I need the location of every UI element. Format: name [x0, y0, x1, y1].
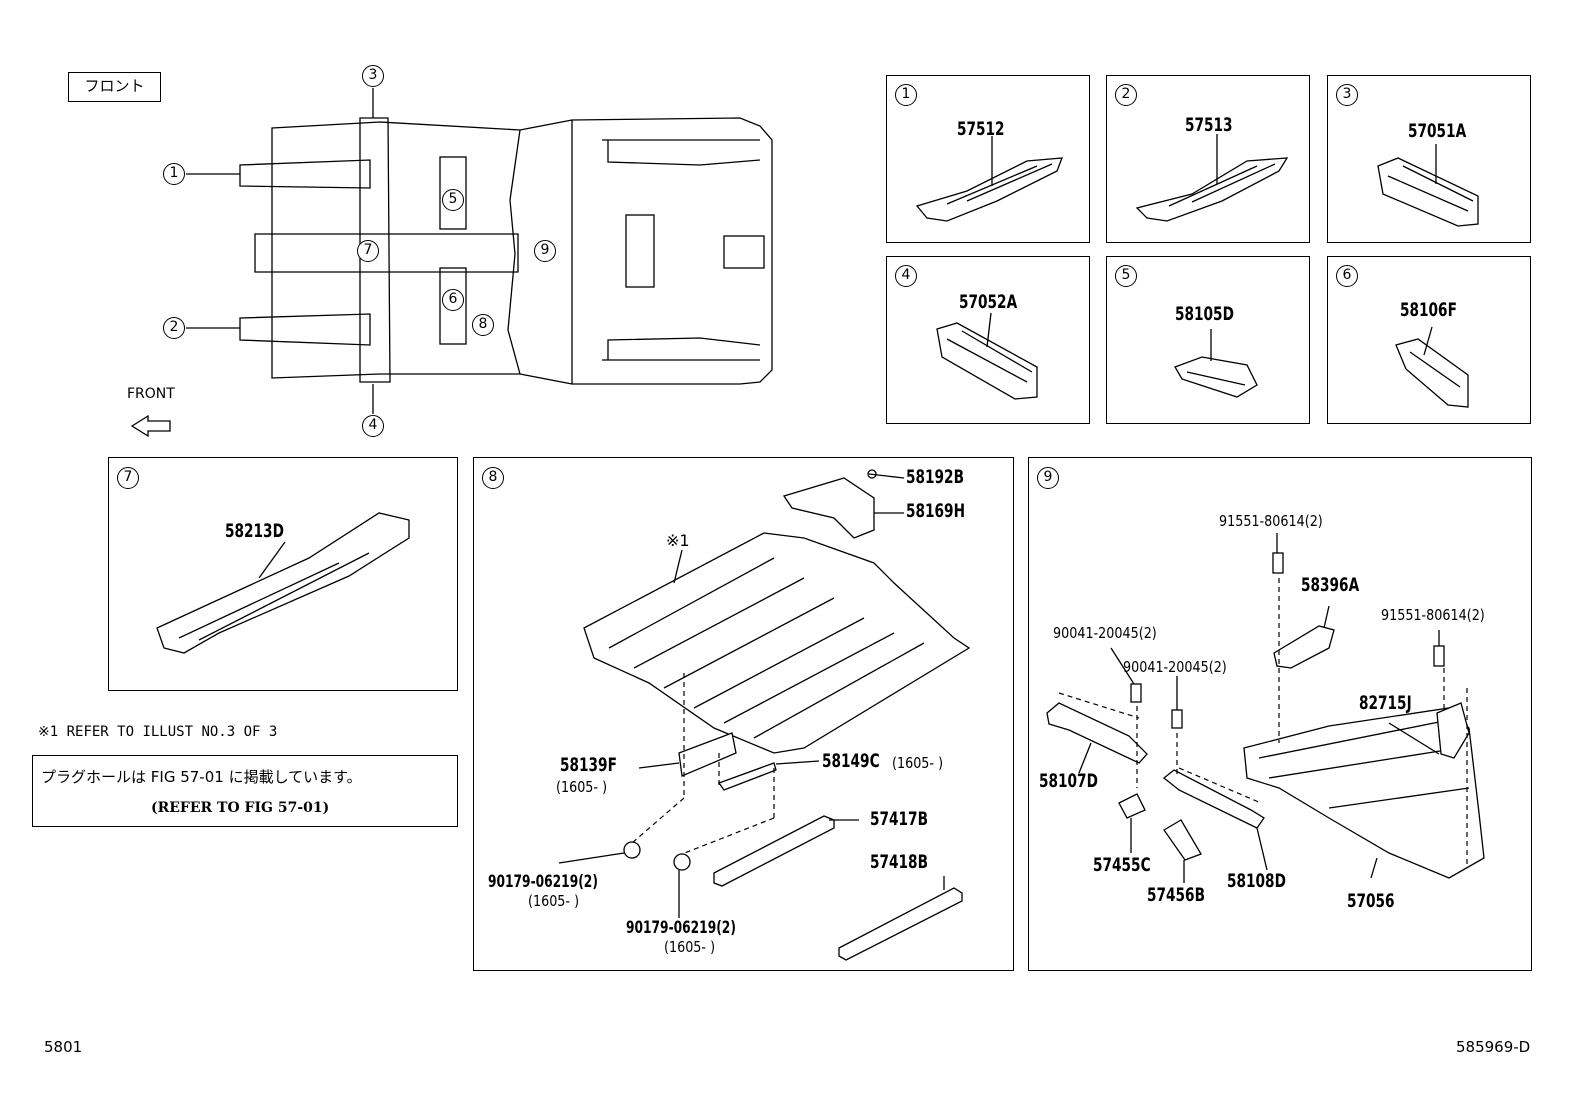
floor-pan-drawing — [558, 469, 971, 961]
callout-4: 4 — [362, 415, 384, 437]
callout-5: 5 — [442, 189, 464, 211]
part-number-91551-80614-a: 91551-80614(2) — [1219, 512, 1323, 530]
part-number-57513: 57513 — [1185, 114, 1233, 136]
part-57052A-drawing — [936, 312, 1038, 400]
part-number-90179-06219-a: 90179-06219(2) — [488, 872, 598, 892]
panel-7: 7 58213D — [108, 457, 458, 691]
front-label-box: フロント — [68, 72, 161, 102]
part-number-58107D: 58107D — [1039, 770, 1098, 792]
part-58213D-drawing — [156, 512, 410, 654]
part-number-58106F: 58106F — [1400, 299, 1457, 321]
part-number-57056: 57056 — [1347, 890, 1395, 912]
callout-9: 9 — [534, 240, 556, 262]
part-number-57512: 57512 — [957, 118, 1005, 140]
part-57512-drawing — [915, 136, 1063, 222]
plug-hole-note-jp: プラグホールは FIG 57-01 に掲載しています。 — [41, 768, 362, 786]
panel-7-number: 7 — [117, 467, 139, 489]
part-number-57418B: 57418B — [870, 851, 928, 873]
range-58139F: (1605- ) — [556, 778, 608, 796]
panel-5-number: 5 — [1115, 265, 1137, 287]
panel-5: 5 58105D — [1106, 256, 1310, 424]
panel-6-number: 6 — [1336, 265, 1358, 287]
panel-1-number: 1 — [895, 84, 917, 106]
panel-9-number: 9 — [1037, 467, 1059, 489]
part-57051A-drawing — [1377, 144, 1479, 227]
part-number-82715J: 82715J — [1359, 692, 1412, 714]
part-number-58192B: 58192B — [906, 466, 964, 488]
callout-2: 2 — [163, 317, 185, 339]
part-number-58396A: 58396A — [1301, 574, 1360, 596]
part-58106F-drawing — [1395, 326, 1469, 408]
part-57513-drawing — [1135, 134, 1289, 222]
plug-hole-note-en: (REFER TO FIG 57-01) — [151, 800, 330, 816]
panel-2-number: 2 — [1115, 84, 1137, 106]
front-label-en: FRONT — [127, 386, 175, 402]
plug-hole-note-box: プラグホールは FIG 57-01 に掲載しています。 (REFER TO FI… — [32, 755, 458, 827]
range-90179-06219-a: (1605- ) — [528, 892, 580, 910]
range-58149C: (1605- ) — [892, 754, 944, 772]
part-58105D-drawing — [1174, 329, 1258, 398]
part-number-91551-80614-b: 91551-80614(2) — [1381, 606, 1485, 624]
callout-6: 6 — [442, 289, 464, 311]
panel-4-number: 4 — [895, 265, 917, 287]
rear-floor-drawing — [1046, 533, 1485, 883]
footer-drawing-id: 585969-D — [1456, 1038, 1531, 1056]
part-number-57052A: 57052A — [959, 291, 1018, 313]
panel-3: 3 57051A — [1327, 75, 1531, 243]
panel-8: 8 ※1 58192B 58169H 58 — [473, 457, 1014, 971]
panel-1: 1 57512 — [886, 75, 1090, 243]
part-number-58213D: 58213D — [225, 520, 284, 542]
part-number-90041-20045-b: 90041-20045(2) — [1123, 658, 1227, 676]
part-number-90041-20045-a: 90041-20045(2) — [1053, 624, 1157, 642]
part-number-57417B: 57417B — [870, 808, 928, 830]
panel-4: 4 57052A — [886, 256, 1090, 424]
panel-9: 9 — [1028, 457, 1532, 971]
part-number-57455C: 57455C — [1093, 854, 1151, 876]
part-number-57456B: 57456B — [1147, 884, 1205, 906]
panel-3-number: 3 — [1336, 84, 1358, 106]
part-number-57051A: 57051A — [1408, 120, 1467, 142]
callout-7: 7 — [357, 240, 379, 262]
panel-6: 6 58106F — [1327, 256, 1531, 424]
callout-3: 3 — [362, 65, 384, 87]
front-label-jp: フロント — [84, 77, 145, 95]
part-number-58149C: 58149C — [822, 750, 880, 772]
footer-figure-number: 5801 — [44, 1038, 83, 1056]
panel-2: 2 57513 — [1106, 75, 1310, 243]
part-number-58105D: 58105D — [1175, 303, 1234, 325]
callout-1: 1 — [163, 163, 185, 185]
panel-8-number: 8 — [482, 467, 504, 489]
part-number-90179-06219-b: 90179-06219(2) — [626, 918, 736, 938]
note-mark-1: ※1 — [666, 531, 690, 550]
refer-illust-note: ※1 REFER TO ILLUST NO.3 OF 3 — [38, 724, 278, 740]
callout-8: 8 — [472, 314, 494, 336]
part-number-58169H: 58169H — [906, 500, 966, 522]
part-number-58108D: 58108D — [1227, 870, 1286, 892]
range-90179-06219-b: (1605- ) — [664, 938, 716, 956]
part-number-58139F: 58139F — [560, 754, 617, 776]
